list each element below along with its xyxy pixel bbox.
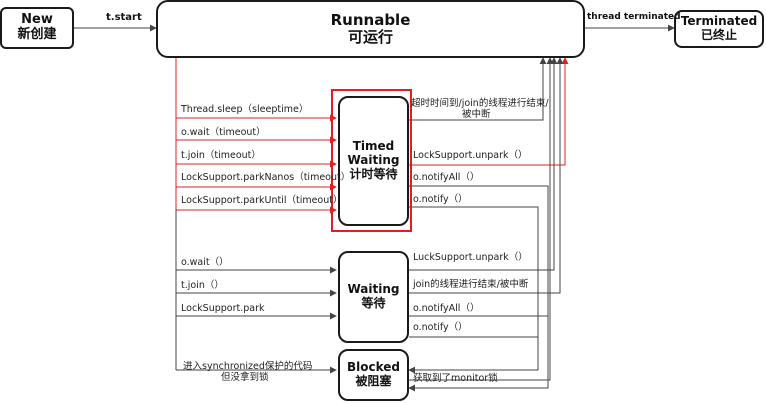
label-blocked-in-2: 但没拿到锁: [221, 372, 269, 383]
label-timed-notifyall: o.notifyAll（）: [413, 172, 480, 183]
arrow-waiting-unpark: [409, 57, 558, 271]
state-timed-waiting-zh: 计时等待: [349, 166, 398, 181]
state-terminated: Terminated 已终止: [674, 10, 764, 48]
arrow-waiting-join: [409, 57, 564, 294]
arrow-timed-unpark: [409, 57, 569, 166]
state-new-en: New: [21, 12, 53, 28]
label-monitor: 获取到了monitor锁: [413, 373, 498, 384]
label-timed-in-2: t.join（timeout）: [181, 150, 261, 161]
state-blocked-en: Blocked: [346, 360, 400, 375]
state-timed-waiting-en2: Waiting: [347, 153, 400, 168]
label-waiting-unpark: LuckSupport.unpark（）: [413, 252, 528, 263]
arrow-monitor: [409, 57, 554, 381]
state-blocked: Blocked 被阻塞: [338, 349, 409, 401]
label-waiting-join: join的线程进行结束/被中断: [413, 279, 529, 290]
arrow-timeout-exit: [409, 57, 547, 121]
label-timed-timeout-2: 被中断: [462, 109, 491, 120]
arrow-timed-notifyall: [408, 185, 549, 392]
timed-waiting-highlight: [331, 89, 412, 232]
label-timed-unpark: LockSupport.unpark（）: [413, 150, 528, 161]
state-waiting-zh: 等待: [361, 296, 386, 310]
label-timed-in-0: Thread.sleep（sleeptime）: [181, 104, 309, 115]
label-timed-in-4: LockSupport.parkUntil（timeout）: [181, 195, 343, 206]
label-thread-terminated: thread terminated: [587, 12, 681, 22]
label-timed-in-3: LockSupport.parkNanos（timeout）: [181, 172, 351, 183]
label-waiting-in-0: o.wait（）: [181, 257, 229, 268]
arrow-timed-notify: [408, 206, 539, 374]
state-timed-waiting-en1: Timed: [352, 139, 395, 154]
state-runnable-en: Runnable: [330, 10, 411, 29]
state-runnable: Runnable 可运行: [156, 0, 585, 58]
label-waiting-in-2: LockSupport.park: [181, 303, 265, 314]
state-waiting: Waiting 等待: [338, 251, 409, 343]
state-new: New 新创建: [0, 7, 74, 49]
state-runnable-zh: 可运行: [347, 28, 393, 46]
state-timed-waiting: Timed Waiting 计时等待: [338, 96, 409, 226]
state-terminated-en: Terminated: [680, 14, 758, 29]
state-new-zh: 新创建: [17, 27, 57, 42]
label-start: t.start: [106, 12, 142, 23]
state-blocked-zh: 被阻塞: [355, 374, 392, 388]
label-waiting-in-1: t.join（）: [181, 280, 224, 291]
label-timed-timeout-1: 超时时间到/join的线程进行结束/: [411, 98, 549, 109]
label-timed-in-1: o.wait（timeout）: [181, 127, 266, 138]
label-blocked-in-1: 进入synchronized保护的代码: [183, 361, 313, 372]
label-waiting-notify: o.notify（）: [413, 322, 468, 333]
label-waiting-notifyall: o.notifyAll（）: [413, 303, 480, 314]
label-timed-notify: o.notify（）: [413, 194, 468, 205]
state-terminated-zh: 已终止: [700, 28, 737, 42]
state-waiting-en: Waiting: [347, 282, 400, 297]
